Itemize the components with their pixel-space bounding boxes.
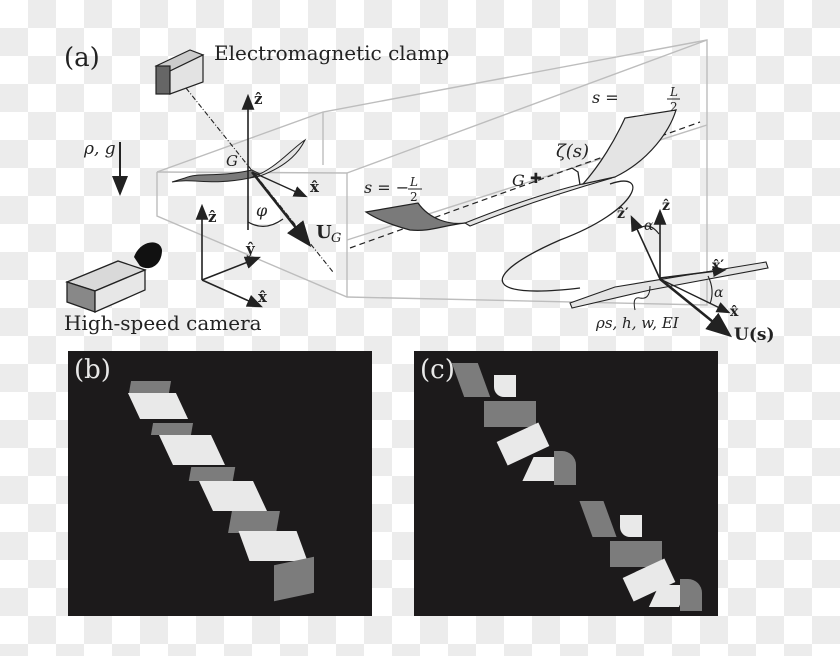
G-label-large: G bbox=[512, 171, 525, 190]
x-hat-label-cs: x̂ bbox=[730, 304, 739, 320]
G-cross-marker: ✚ bbox=[530, 171, 542, 187]
s-minus-label: s = − bbox=[364, 178, 409, 197]
x-hat-label-lab: x̂ bbox=[258, 288, 268, 306]
panel-a-diagram: (a) Electromagnetic clamp ρ, g ẑ G x̂ φ … bbox=[64, 39, 774, 345]
params-label: ρs, h, w, EI bbox=[595, 314, 680, 332]
s-plus-two: 2 bbox=[670, 100, 678, 114]
panel-b-photo: (b) bbox=[68, 351, 372, 616]
clamp-label: Electromagnetic clamp bbox=[214, 41, 449, 65]
G-label-small: G bbox=[226, 152, 238, 170]
alpha-label-bottom: α bbox=[714, 285, 724, 301]
panel-b-label: (b) bbox=[74, 355, 111, 385]
lab-frame-axes bbox=[195, 203, 263, 308]
ribbon-large bbox=[364, 109, 677, 231]
zeta-label: ζ(s) bbox=[556, 141, 589, 162]
zeta-pointer bbox=[571, 167, 581, 186]
z-hat-label-cs: ẑ bbox=[662, 198, 670, 214]
panel-c-photo: (c) bbox=[414, 351, 718, 616]
UG-subscript: G bbox=[331, 231, 341, 246]
x-hat-label-G: x̂ bbox=[310, 178, 320, 196]
alpha-label-top: α bbox=[644, 218, 654, 234]
z-hat-label-G: ẑ bbox=[254, 90, 263, 108]
Us-label: U(s) bbox=[734, 325, 774, 345]
y-hat-label-lab: ŷ bbox=[245, 240, 256, 258]
phi-label: φ bbox=[256, 201, 268, 220]
velocity-UG-arrow bbox=[250, 171, 312, 248]
s-plus-L: L bbox=[669, 85, 678, 99]
ribbon-small bbox=[171, 138, 307, 183]
s-minus-L: L bbox=[409, 175, 418, 189]
clamp-icon bbox=[154, 49, 205, 95]
cross-section-callout bbox=[501, 180, 634, 292]
z-hat-label-lab: ẑ bbox=[208, 208, 217, 226]
panel-c-label: (c) bbox=[420, 355, 455, 385]
s-minus-two: 2 bbox=[410, 190, 418, 204]
UG-label: U bbox=[316, 222, 332, 243]
panel-a-label: (a) bbox=[64, 43, 100, 73]
s-plus-label: s = bbox=[592, 88, 619, 107]
x-prime-label: x̂′ bbox=[712, 258, 724, 274]
phi-arc bbox=[247, 218, 284, 227]
camera-label: High-speed camera bbox=[64, 311, 262, 335]
z-prime-label: ẑ′ bbox=[617, 206, 629, 222]
cross-section bbox=[569, 208, 769, 338]
gravity-label: ρ, g bbox=[83, 139, 116, 159]
camera-icon bbox=[65, 242, 162, 313]
axis-x-G bbox=[251, 171, 308, 198]
